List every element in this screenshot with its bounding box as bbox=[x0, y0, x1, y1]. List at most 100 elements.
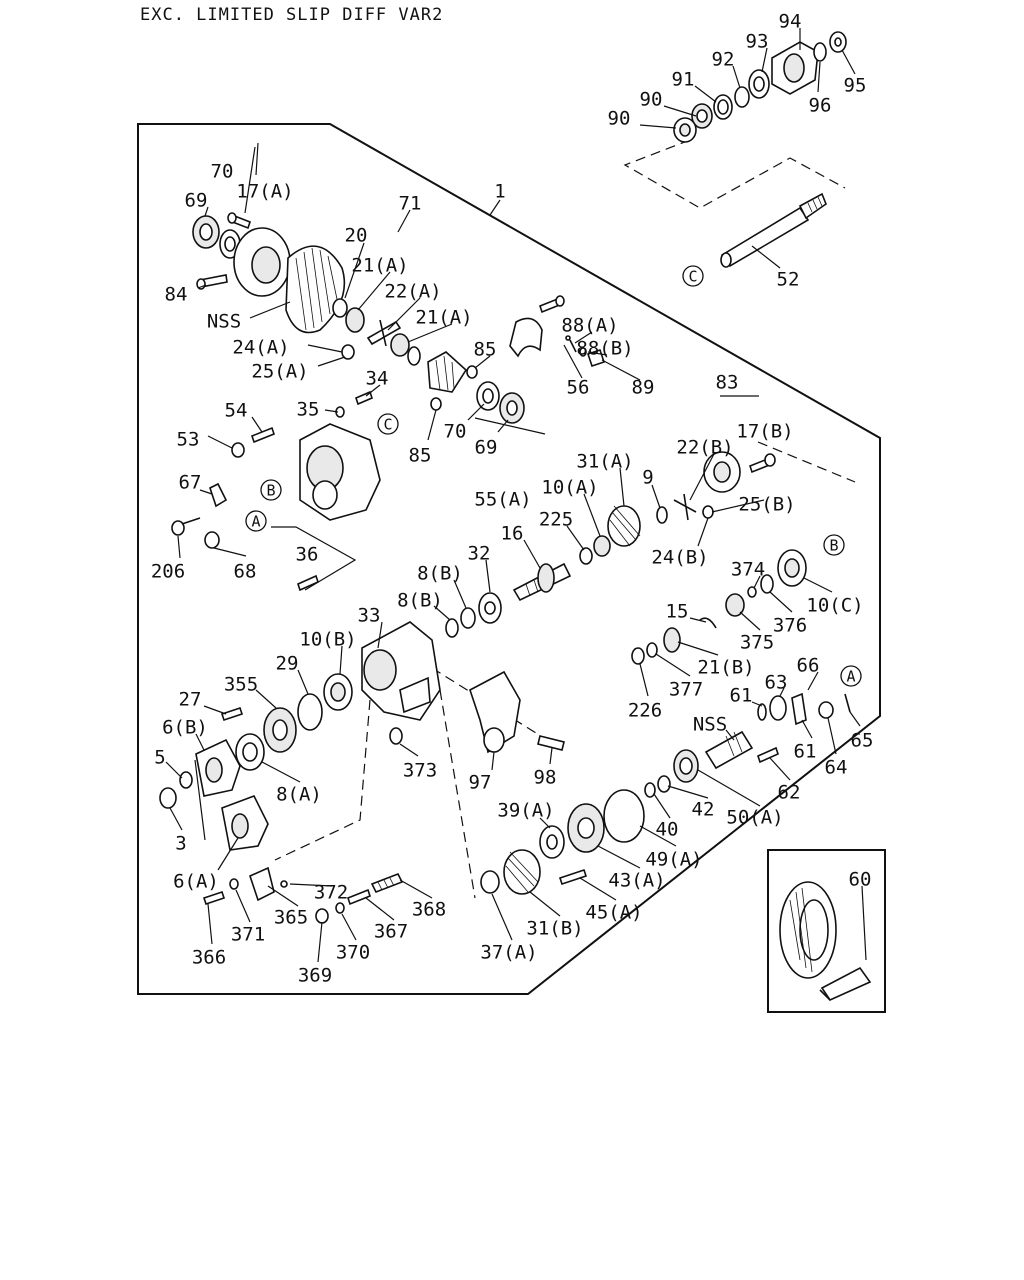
gear-31a bbox=[607, 505, 641, 547]
part-label-64: 64 bbox=[825, 757, 848, 779]
part-label-365: 365 bbox=[274, 907, 308, 929]
cross-shaft-22a bbox=[366, 319, 402, 347]
diff-case-flange bbox=[233, 227, 291, 297]
bearing-10c bbox=[777, 549, 807, 587]
washer-20b bbox=[407, 346, 421, 366]
nut-64 bbox=[818, 701, 834, 719]
dash-yoke-shaft bbox=[623, 139, 846, 209]
part-label-66: 66 bbox=[797, 655, 820, 677]
flange-6a bbox=[221, 794, 269, 851]
part-label-42: 42 bbox=[692, 799, 715, 821]
part-label-43A: 43(A) bbox=[608, 870, 665, 892]
carrier-housing bbox=[299, 423, 381, 521]
bolt-366 bbox=[202, 890, 226, 906]
pin-65 bbox=[844, 693, 851, 713]
part-label-89: 89 bbox=[632, 377, 655, 399]
part-label-34: 34 bbox=[366, 368, 389, 390]
callout-circle bbox=[682, 265, 704, 287]
bearing-90a bbox=[691, 103, 713, 129]
part-number-labels: 94939295919690907017(A)171692021(A)22(A)… bbox=[151, 11, 874, 987]
part-label-62: 62 bbox=[778, 782, 801, 804]
part-label-93: 93 bbox=[746, 31, 769, 53]
part-label-70b: 70 bbox=[444, 421, 467, 443]
part-label-31A: 31(A) bbox=[576, 451, 633, 473]
pin-374 bbox=[747, 586, 757, 598]
part-label-10A: 10(A) bbox=[541, 477, 598, 499]
side-gear-21a-top bbox=[345, 307, 365, 333]
washer-61a bbox=[757, 703, 767, 721]
part-label-96: 96 bbox=[809, 95, 832, 117]
bushing-37a bbox=[480, 870, 500, 894]
part-label-54: 54 bbox=[225, 400, 248, 422]
assembly-frame bbox=[137, 123, 881, 995]
part-label-375: 375 bbox=[740, 632, 774, 654]
bracket-6 bbox=[194, 759, 206, 841]
plate-355 bbox=[263, 707, 297, 753]
washer-377 bbox=[646, 642, 658, 658]
part-label-17A_top: 17(A) bbox=[236, 181, 293, 203]
part-label-372: 372 bbox=[314, 882, 348, 904]
bearing-69b bbox=[499, 392, 525, 424]
part-label-32: 32 bbox=[468, 543, 491, 565]
spring-15 bbox=[699, 617, 717, 629]
bracket-365 bbox=[249, 866, 275, 902]
part-label-29: 29 bbox=[276, 653, 299, 675]
dash-housing-gear bbox=[431, 667, 561, 749]
part-label-97: 97 bbox=[469, 772, 492, 794]
ring-gear bbox=[285, 245, 346, 334]
bracket-67 bbox=[209, 482, 228, 508]
part-label-69b: 69 bbox=[475, 437, 498, 459]
part-label-9: 9 bbox=[642, 467, 653, 489]
part-label-49A: 49(A) bbox=[645, 849, 702, 871]
part-label-45A: 45(A) bbox=[585, 902, 642, 924]
dash-lower-gear bbox=[439, 689, 476, 899]
part-label-69a: 69 bbox=[185, 190, 208, 212]
bolt-17b bbox=[749, 453, 776, 474]
pin-372 bbox=[280, 880, 288, 888]
part-label-368: 368 bbox=[412, 899, 446, 921]
ring-5 bbox=[179, 771, 193, 789]
part-label-37A: 37(A) bbox=[480, 942, 537, 964]
part-label-24A: 24(A) bbox=[232, 337, 289, 359]
side-gear-21a-mid bbox=[390, 333, 410, 357]
part-label-373: 373 bbox=[403, 760, 437, 782]
bearing-39a bbox=[539, 825, 565, 859]
sensor-373 bbox=[389, 727, 403, 745]
output-shaft-52 bbox=[720, 192, 827, 268]
part-label-52: 52 bbox=[777, 269, 800, 291]
callout-circle bbox=[377, 413, 399, 435]
part-label-NSS_top: NSS bbox=[207, 311, 241, 333]
part-label-85a: 85 bbox=[474, 339, 497, 361]
bolt-56-top bbox=[539, 295, 565, 314]
callout-B_right: B bbox=[823, 534, 845, 556]
callout-A_right: A bbox=[840, 665, 862, 687]
housing-33 bbox=[361, 621, 441, 721]
callout-A_left: A bbox=[245, 510, 267, 532]
part-label-6A: 6(A) bbox=[173, 871, 219, 893]
part-label-33: 33 bbox=[358, 605, 381, 627]
leader-lines bbox=[165, 28, 867, 963]
part-label-68: 68 bbox=[234, 561, 257, 583]
callout-circle bbox=[840, 665, 862, 687]
part-label-225: 225 bbox=[539, 509, 573, 531]
part-label-25B: 25(B) bbox=[738, 494, 795, 516]
stud-54 bbox=[251, 426, 275, 444]
part-label-22A: 22(A) bbox=[384, 281, 441, 303]
nut-53 bbox=[231, 442, 245, 458]
callout-letter: B bbox=[829, 537, 838, 555]
part-label-83: 83 bbox=[716, 372, 739, 394]
part-label-60: 60 bbox=[849, 869, 872, 891]
inset-frame bbox=[767, 849, 886, 1013]
part-label-8B_mid: 8(B) bbox=[397, 590, 443, 612]
part-label-21B: 21(B) bbox=[697, 657, 754, 679]
bearing-90b bbox=[673, 117, 697, 143]
part-label-371: 371 bbox=[231, 924, 265, 946]
washer-40 bbox=[644, 782, 656, 798]
gear-43a bbox=[567, 803, 605, 853]
part-label-5: 5 bbox=[154, 747, 165, 769]
pin-367 bbox=[347, 888, 371, 906]
bearing-91 bbox=[713, 94, 733, 120]
washer-226 bbox=[631, 647, 645, 665]
part-label-71: 71 bbox=[399, 193, 422, 215]
race-70b bbox=[476, 381, 500, 411]
